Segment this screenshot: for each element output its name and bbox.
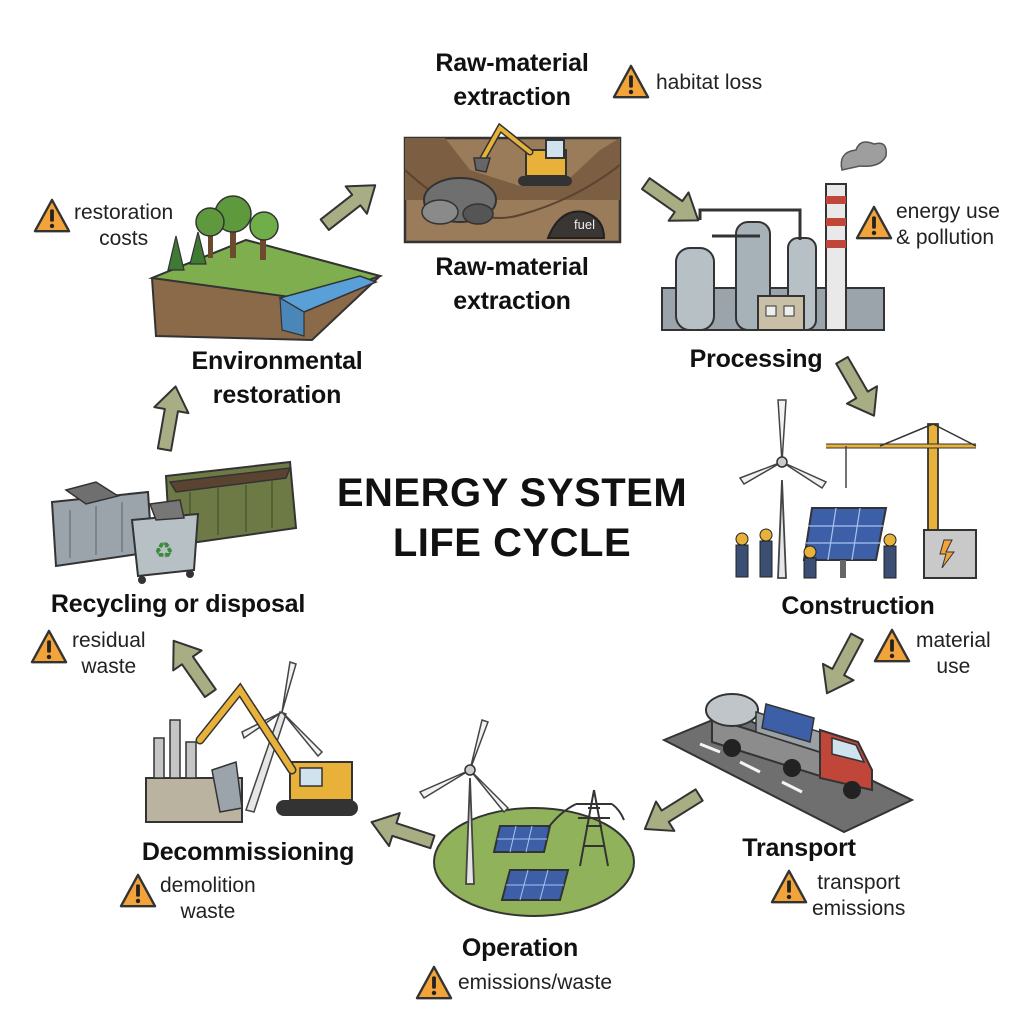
label-line: extraction [453, 83, 571, 111]
transport-illustration [661, 693, 915, 834]
impact-text: waste [180, 900, 236, 923]
label-line: Raw-material [435, 253, 589, 281]
arrow-operation-to-decommissioning [365, 804, 439, 860]
impact-restoration: restoration costs [74, 200, 173, 252]
stage-label-processing: Processing [690, 342, 823, 376]
stage-label-construction: Construction [781, 589, 934, 623]
stage-label-operation: Operation [462, 931, 578, 965]
label-line: Decommissioning [141, 838, 355, 866]
arrow-transport-to-operation [634, 779, 710, 845]
solar-panel-icon [802, 507, 888, 578]
diagram-title: ENERGY SYSTEM LIFE CYCLE [337, 468, 687, 568]
impact-text: use [936, 655, 971, 678]
wind-turbine-icon [418, 719, 510, 885]
stage-label-decommissioning: Decommissioning [141, 835, 355, 869]
truck-icon [705, 693, 873, 799]
solar-panel-icon [492, 825, 570, 901]
impact-text: material [916, 629, 991, 652]
factory-icon [661, 141, 887, 331]
impact-extraction: habitat loss [656, 70, 762, 96]
impact-text: residual [72, 629, 146, 652]
stage-label-transport: Transport [742, 831, 856, 865]
svg-text:♻: ♻ [154, 539, 174, 564]
impact-text: transport [817, 871, 901, 894]
impact-recycling: residual waste [72, 628, 146, 680]
warning-icon [855, 205, 893, 240]
decommissioning-illustration [145, 661, 358, 823]
impact-text: energy use [896, 200, 1000, 223]
label-line: Recycling or disposal [50, 590, 306, 618]
impact-text: costs [99, 227, 149, 250]
arrow-decommissioning-to-recycling [158, 629, 226, 705]
warning-icon [415, 965, 453, 1000]
impact-text: emissions [812, 897, 906, 920]
label-line: Construction [781, 592, 935, 620]
stage-label-recycling: Recycling or disposal [51, 587, 305, 621]
label-line: Processing [689, 345, 823, 373]
stage-label-extraction: Raw-material extraction [435, 250, 588, 318]
extraction-illustration: fuel [403, 122, 622, 244]
impact-text: demolition [160, 874, 256, 897]
impact-operation: emissions/waste [458, 970, 612, 996]
arrow-recycling-to-restoration [146, 382, 194, 454]
operation-illustration [418, 719, 635, 917]
recycling-illustration: ♻ [50, 460, 298, 584]
impact-text: habitat loss [656, 71, 763, 94]
excavator-icon [473, 122, 572, 186]
construction-illustration [735, 399, 977, 579]
dumpster-icon [50, 481, 154, 568]
impact-transport: transport emissions [812, 870, 905, 922]
arrow-extraction-to-processing [634, 168, 710, 236]
fuel-label: fuel [574, 217, 595, 232]
label-line: extraction [453, 287, 571, 315]
impact-text: emissions/waste [458, 971, 613, 994]
wind-turbine-icon [738, 399, 828, 579]
stage-label-restoration: Environmental restoration [191, 344, 362, 412]
recycle-bin-icon: ♻ [130, 499, 200, 584]
tree-icon [167, 195, 279, 271]
impact-decommissioning: demolition waste [160, 873, 256, 925]
label-line: Environmental [191, 347, 363, 375]
impact-text: restoration [74, 201, 174, 224]
excavator-icon [195, 682, 358, 816]
title-line-1: ENERGY SYSTEM [336, 471, 688, 515]
impact-text: & pollution [896, 226, 995, 249]
label-line: Raw-material [435, 49, 589, 77]
impact-construction: material use [916, 628, 991, 680]
wind-turbine-icon [241, 661, 324, 813]
label-line: Operation [461, 934, 579, 962]
warning-icon [30, 629, 68, 664]
warning-icon [873, 628, 911, 663]
arrow-construction-to-transport [810, 627, 874, 703]
label-line: Transport [742, 834, 856, 862]
title-line-2: LIFE CYCLE [392, 521, 632, 565]
processing-illustration [661, 141, 887, 331]
restoration-illustration [148, 195, 384, 342]
arrow-restoration-to-extraction [313, 170, 387, 240]
arrow-processing-to-construction [825, 350, 891, 426]
power-pylon-icon [547, 789, 625, 867]
warning-icon [770, 869, 808, 904]
warning-icon [612, 64, 650, 99]
warning-icon [119, 873, 157, 908]
impact-text: waste [81, 655, 137, 678]
stage-label-extraction-top: Raw-material extraction [435, 46, 588, 114]
label-line: restoration [212, 381, 342, 409]
warning-icon [33, 198, 71, 233]
crane-icon [826, 423, 977, 531]
impact-processing: energy use & pollution [896, 199, 1000, 251]
